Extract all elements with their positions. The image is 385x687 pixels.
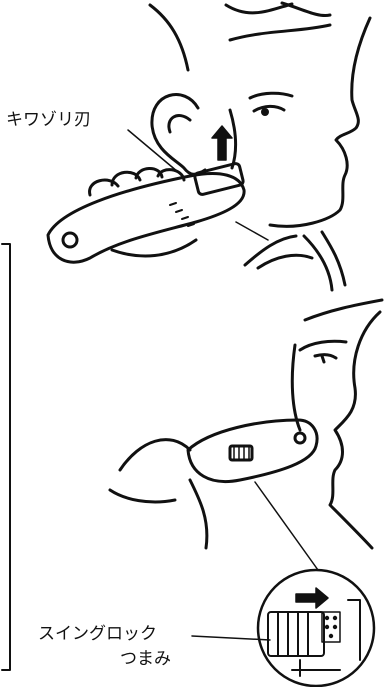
cheek-2 xyxy=(292,345,300,430)
face-profile xyxy=(270,18,370,226)
forehead-line xyxy=(230,25,330,40)
eye xyxy=(254,106,284,111)
eyebrow xyxy=(250,93,292,98)
indicator-dot-2 xyxy=(333,616,337,620)
indicator-dot-5 xyxy=(329,634,333,638)
knob-ridges-2 xyxy=(234,446,249,460)
trimmer-blade-label: キワゾリ刃 xyxy=(6,112,91,129)
swing-lock-knob-detail xyxy=(268,612,324,656)
cheek-line xyxy=(230,110,236,168)
hair-outline xyxy=(150,5,188,70)
indicator-dot-1 xyxy=(325,616,329,620)
eye-2-pupil xyxy=(322,356,324,362)
indicator-dot-3 xyxy=(325,625,329,629)
left-hand xyxy=(245,232,345,290)
pupil xyxy=(263,110,268,115)
shaver-body xyxy=(48,174,244,263)
shaver-switch-2 xyxy=(295,433,305,443)
hair-2 xyxy=(305,300,382,320)
knob-detail-ridges xyxy=(278,612,308,656)
hand-2 xyxy=(110,440,207,548)
ear-inner xyxy=(169,116,190,132)
up-arrow-icon xyxy=(212,126,232,160)
hair-strand-2 xyxy=(282,3,330,16)
eyebrow-2 xyxy=(300,341,346,350)
swing-lock-label-line2: つまみ xyxy=(120,651,171,668)
side-bracket xyxy=(2,244,10,670)
ear xyxy=(152,95,205,175)
zoom-leader-line xyxy=(255,482,318,570)
right-arrow-icon xyxy=(296,588,328,608)
hair-strand xyxy=(226,4,292,13)
swing-lock-label-line1: スイングロック xyxy=(38,626,157,643)
stubble-line xyxy=(236,222,268,240)
indicator-dot-4 xyxy=(333,625,337,629)
face-profile-2 xyxy=(330,312,380,548)
eye-2 xyxy=(315,355,336,358)
top-illustration-shaving-sideburns xyxy=(48,3,370,290)
shaver-end-light xyxy=(63,233,77,247)
